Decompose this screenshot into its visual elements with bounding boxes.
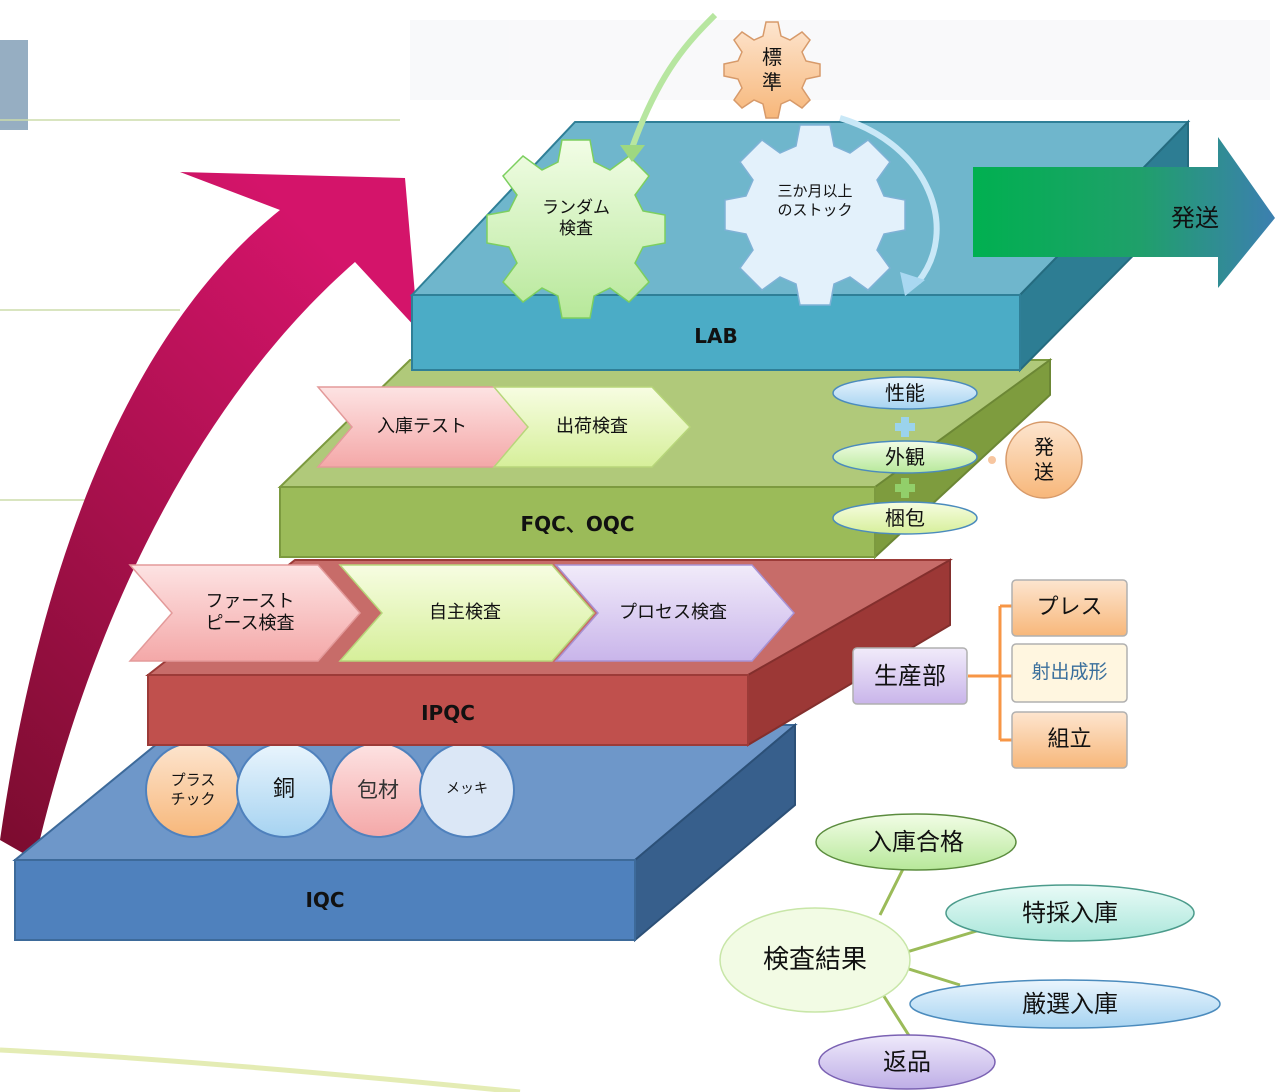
gear-standard-icon xyxy=(723,21,821,119)
result-return-ellipse xyxy=(818,1034,996,1090)
curve-arrow-green-head xyxy=(620,145,645,162)
fqc-ship-circle xyxy=(1005,421,1083,499)
branch-molding-box xyxy=(1011,643,1128,703)
production-tree xyxy=(852,579,1128,769)
shipping-inspection-step xyxy=(492,386,692,468)
connector-dot xyxy=(988,456,996,464)
ipqc-steps xyxy=(128,564,795,662)
background-decoration xyxy=(0,20,1270,1092)
lab-ship-arrow xyxy=(973,137,1275,288)
result-special-ellipse xyxy=(945,884,1195,942)
curve-arrow-green xyxy=(629,12,718,150)
result-selected-ellipse xyxy=(909,979,1221,1029)
check-appearance xyxy=(832,440,978,474)
plus-icon xyxy=(895,478,915,498)
result-center-ellipse xyxy=(719,907,911,1013)
fqc-checks xyxy=(832,376,1083,535)
results-tree xyxy=(719,813,1221,1090)
material-copper xyxy=(236,742,332,838)
check-packaging xyxy=(832,501,978,535)
process-inspection-step xyxy=(554,564,795,662)
check-performance xyxy=(832,376,978,410)
material-plating xyxy=(419,742,515,838)
big-arrow xyxy=(0,172,418,860)
first-piece-step xyxy=(128,564,361,662)
result-accepted-ellipse xyxy=(815,813,1017,871)
fqc-steps xyxy=(316,386,692,468)
plus-icon xyxy=(895,417,915,437)
curve-arrow-blue-head xyxy=(900,272,925,296)
branch-press-box xyxy=(1011,579,1128,637)
material-packaging xyxy=(330,742,426,838)
curve-arrow-blue xyxy=(839,115,940,284)
branch-assembly-box xyxy=(1011,711,1128,769)
material-plastic xyxy=(145,742,241,838)
gear-stock-icon xyxy=(724,124,906,306)
production-dept-box xyxy=(852,647,968,705)
self-inspection-step xyxy=(338,564,595,662)
gear-random-icon xyxy=(486,139,666,319)
